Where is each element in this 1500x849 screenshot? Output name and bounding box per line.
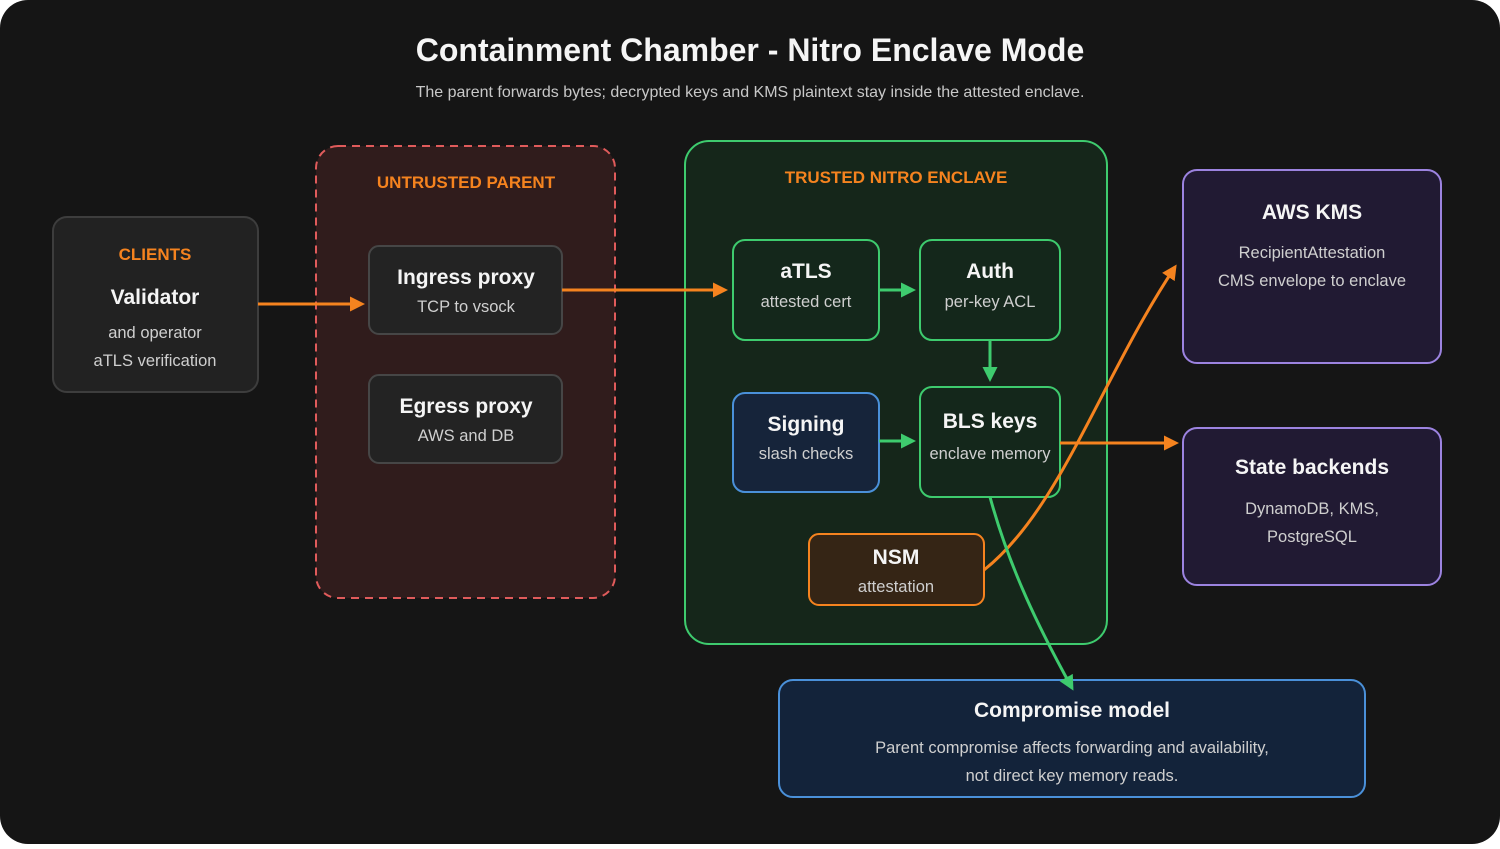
state-backends-box[interactable]: State backends DynamoDB, KMS, PostgreSQL (1182, 427, 1442, 586)
bls-keys-name: BLS keys (943, 410, 1038, 433)
compromise-model-line2: not direct key memory reads. (966, 767, 1179, 785)
ingress-proxy-name: Ingress proxy (397, 266, 535, 289)
ingress-proxy-box[interactable]: Ingress proxy TCP to vsock (368, 245, 563, 335)
signing-frame (732, 392, 880, 493)
bls-keys-frame (919, 386, 1061, 498)
aws-kms-frame (1182, 169, 1442, 364)
auth-box[interactable]: Auth per-key ACL (919, 239, 1061, 341)
compromise-model-name: Compromise model (974, 699, 1170, 722)
ingress-proxy-detail: TCP to vsock (417, 298, 516, 316)
auth-detail: per-key ACL (945, 293, 1036, 311)
state-backends-line1: DynamoDB, KMS, (1245, 500, 1379, 518)
nsm-box[interactable]: NSM attestation (808, 533, 985, 606)
state-backends-name: State backends (1235, 456, 1389, 479)
untrusted-parent-frame (315, 145, 616, 599)
atls-frame (732, 239, 880, 341)
aws-kms-box[interactable]: AWS KMS RecipientAttestation CMS envelop… (1182, 169, 1442, 364)
aws-kms-line1: RecipientAttestation (1239, 244, 1386, 262)
bls-keys-box[interactable]: BLS keys enclave memory (919, 386, 1061, 498)
clients-line1: and operator (108, 324, 202, 342)
state-backends-frame (1182, 427, 1442, 586)
nsm-name: NSM (873, 546, 920, 569)
bls-to-compromise-arrow (988, 496, 1074, 691)
aws-kms-name: AWS KMS (1262, 201, 1362, 224)
nsm-detail: attestation (858, 578, 934, 596)
signing-detail: slash checks (759, 445, 853, 463)
state-backends-line2: PostgreSQL (1267, 528, 1357, 546)
connectors (258, 264, 1179, 691)
signing-box[interactable]: Signing slash checks (732, 392, 880, 493)
compromise-model-box[interactable]: Compromise model Parent compromise affec… (778, 679, 1366, 798)
atls-detail: attested cert (761, 293, 852, 311)
clients-line2: aTLS verification (94, 352, 217, 370)
egress-proxy-box[interactable]: Egress proxy AWS and DB (368, 374, 563, 464)
page-subtitle: The parent forwards bytes; decrypted key… (416, 84, 1085, 101)
trusted-enclave-label: TRUSTED NITRO ENCLAVE (785, 168, 1008, 187)
signing-name: Signing (768, 413, 845, 436)
clients-name: Validator (111, 286, 200, 309)
nsm-to-kms-arrow (983, 264, 1177, 572)
auth-name: Auth (966, 260, 1014, 283)
egress-proxy-name: Egress proxy (399, 395, 532, 418)
atls-name: aTLS (780, 260, 831, 283)
ingress-proxy-frame (368, 245, 563, 335)
untrusted-parent-zone: UNTRUSTED PARENT (315, 145, 616, 599)
page-title: Containment Chamber - Nitro Enclave Mode (416, 32, 1085, 68)
egress-proxy-frame (368, 374, 563, 464)
aws-kms-line2: CMS envelope to enclave (1218, 272, 1406, 290)
untrusted-parent-label: UNTRUSTED PARENT (377, 173, 556, 192)
egress-proxy-detail: AWS and DB (418, 427, 515, 445)
bls-keys-detail: enclave memory (929, 445, 1051, 463)
auth-frame (919, 239, 1061, 341)
clients-box[interactable]: CLIENTS Validator and operator aTLS veri… (52, 216, 259, 393)
compromise-model-line1: Parent compromise affects forwarding and… (875, 739, 1269, 757)
clients-section-label: CLIENTS (119, 245, 192, 264)
atls-box[interactable]: aTLS attested cert (732, 239, 880, 341)
